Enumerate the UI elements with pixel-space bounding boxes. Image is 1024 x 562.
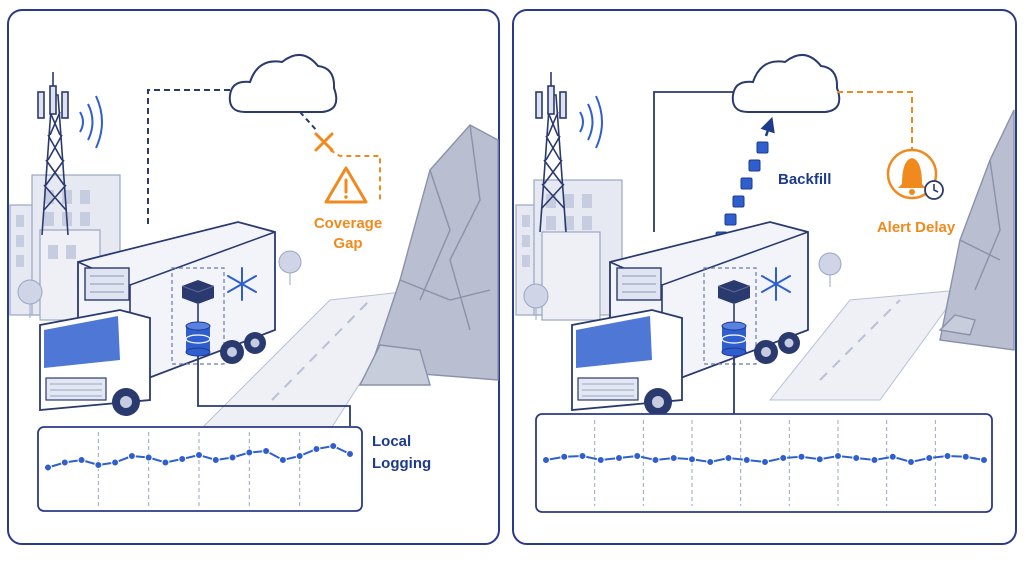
- left-chart-data-point: [312, 445, 321, 453]
- left-uplink-line: [147, 89, 230, 228]
- left-panel: Coverage Gap: [7, 9, 500, 545]
- cloud-icon: [228, 54, 338, 113]
- left-chart-data-point: [77, 456, 86, 464]
- database-icon: [721, 321, 747, 357]
- right-chart-data-point: [706, 458, 715, 466]
- alert-delay-label: Alert Delay: [877, 219, 956, 236]
- backfill-label: Backfill: [778, 171, 831, 188]
- right-chart-data-point: [615, 454, 623, 462]
- snowflake-icon: [227, 267, 257, 301]
- right-chart-data-point: [797, 452, 806, 461]
- right-chart-data-point: [870, 456, 879, 464]
- left-chart-data-point: [94, 461, 103, 469]
- left-rock: [358, 124, 499, 386]
- left-chart-data-point: [44, 463, 52, 472]
- left-chart-data-point: [228, 453, 237, 462]
- right-chart-data-point: [943, 452, 952, 460]
- left-chart-data-point: [161, 458, 170, 467]
- right-chart-data-point: [761, 458, 769, 466]
- right-chart-data-point: [669, 454, 678, 462]
- right-chart-data-point: [560, 452, 569, 461]
- snowflake-icon: [761, 267, 791, 301]
- left-broken-link-end: [329, 149, 381, 200]
- clock-icon: [924, 180, 944, 200]
- local-logging-label-line2: Logging: [372, 455, 431, 472]
- warning-icon: [324, 166, 368, 204]
- left-chart-data-point: [60, 458, 69, 467]
- right-buildings: [515, 179, 623, 321]
- right-chart-data-point: [925, 454, 934, 462]
- refrigerated-truck: [571, 221, 809, 416]
- sensor-zone: [703, 267, 757, 365]
- db-log-link: [197, 356, 351, 426]
- signal-waves-icon: [579, 95, 603, 149]
- database-icon: [185, 321, 211, 357]
- right-log-chart: [542, 420, 988, 506]
- left-chart-data-point: [245, 448, 254, 457]
- right-uplink-line: [653, 91, 733, 232]
- cell-tower-icon: [37, 72, 69, 236]
- cell-tower-icon: [535, 72, 567, 233]
- left-chart-data-point: [195, 451, 203, 459]
- gateway-icon: [181, 280, 215, 304]
- right-chart-data-point: [852, 454, 861, 462]
- right-chart-data-point: [651, 456, 660, 464]
- right-chart-data-point: [688, 455, 696, 464]
- left-chart-data-point: [211, 456, 220, 464]
- left-broken-link-start: [299, 111, 319, 133]
- left-chart-data-point: [329, 442, 338, 450]
- right-rock: [938, 109, 1015, 351]
- right-chart-data-point: [815, 455, 824, 464]
- left-chart-data-point: [127, 452, 136, 460]
- right-chart-data-point: [542, 456, 550, 464]
- left-chart-data-point: [144, 453, 153, 462]
- gateway-icon: [717, 280, 751, 304]
- right-chart-data-point: [961, 452, 970, 461]
- coverage-gap-label-line2: Gap: [333, 235, 362, 252]
- backfill-arrow: [760, 116, 775, 137]
- left-chart-data-point: [262, 447, 271, 455]
- right-chart-data-point: [888, 452, 897, 461]
- right-chart-data-point: [779, 454, 788, 462]
- coverage-gap-label: Coverage: [314, 215, 382, 232]
- right-chart-data-point: [907, 458, 915, 466]
- left-log-chart: [44, 432, 354, 506]
- left-chart-data-point: [295, 452, 304, 460]
- left-chart-data-point: [111, 458, 120, 467]
- left-chart-data-point: [346, 450, 354, 458]
- x-mark-icon: [314, 132, 334, 152]
- cloud-icon: [731, 54, 841, 113]
- local-logging-label: Local: [372, 433, 411, 450]
- right-chart-data-point: [724, 454, 733, 462]
- left-chart-data-point: [178, 455, 187, 463]
- signal-waves-icon: [79, 95, 103, 149]
- sensor-zone: [171, 267, 225, 365]
- right-panel: Backfill Alert Delay: [512, 9, 1017, 545]
- right-chart-data-point: [980, 456, 988, 464]
- refrigerated-truck: [39, 221, 276, 416]
- right-alert-link: [837, 91, 913, 150]
- left-chart-data-point: [278, 456, 287, 464]
- right-chart-data-point: [633, 452, 642, 460]
- right-chart-data-point: [578, 452, 587, 460]
- bell-icon: [886, 148, 938, 200]
- right-chart-data-point: [834, 452, 842, 460]
- right-chart-data-point: [596, 456, 605, 464]
- right-chart-data-point: [742, 456, 751, 464]
- left-log-chart-frame: [37, 426, 363, 512]
